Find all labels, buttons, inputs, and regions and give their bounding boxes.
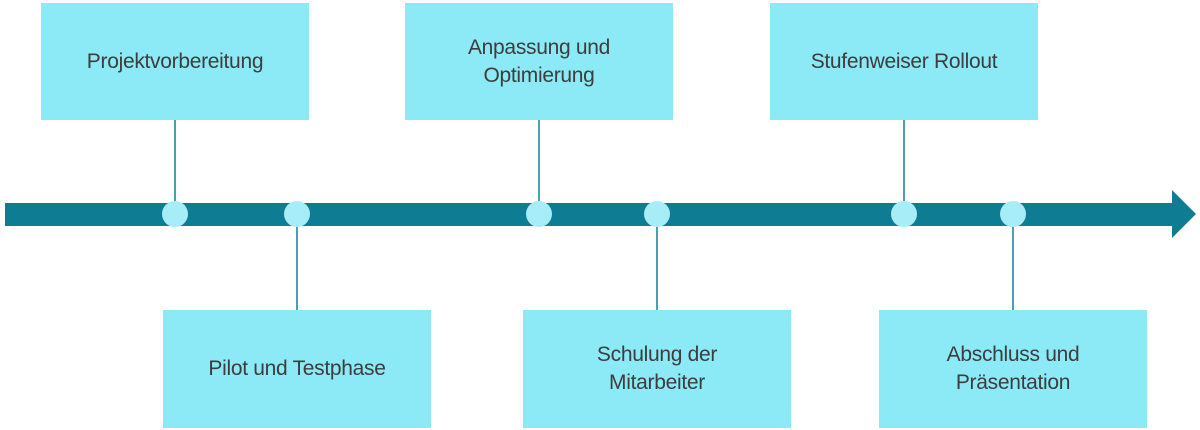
milestone-label: Schulung der Mitarbeiter	[596, 343, 718, 394]
arrowhead-icon	[1172, 190, 1196, 238]
milestone-label: Projektvorbereitung	[86, 49, 264, 73]
connector-line	[1012, 226, 1014, 310]
timeline-dot	[644, 201, 670, 227]
milestone-box-projektvorbereitung: Projektvorbereitung	[41, 3, 309, 120]
connector-line	[903, 120, 905, 203]
connector-line	[538, 120, 540, 203]
milestone-label: Anpassung und Optimierung	[467, 35, 611, 87]
timeline-dot	[1000, 201, 1026, 227]
timeline-dot	[891, 201, 917, 227]
timeline-dot	[284, 201, 310, 227]
milestone-box-anpassung-und-optimierung: Anpassung und Optimierung	[405, 3, 673, 120]
milestone-box-abschluss-und-praesentation: Abschluss und Präsentation	[879, 310, 1147, 428]
timeline-dot	[162, 201, 188, 227]
milestone-box-stufenweiser-rollout: Stufenweiser Rollout	[770, 3, 1038, 120]
milestone-box-schulung-der-mitarbeiter: Schulung der Mitarbeiter	[523, 310, 791, 428]
milestone-box-pilot-und-testphase: Pilot und Testphase	[163, 310, 431, 428]
milestone-label: Abschluss und Präsentation	[946, 343, 1080, 394]
connector-line	[296, 226, 298, 310]
milestone-label: Stufenweiser Rollout	[810, 49, 998, 73]
connector-line	[174, 120, 176, 203]
connector-line	[656, 226, 658, 310]
milestone-label: Pilot und Testphase	[208, 357, 386, 380]
timeline-dot	[526, 201, 552, 227]
